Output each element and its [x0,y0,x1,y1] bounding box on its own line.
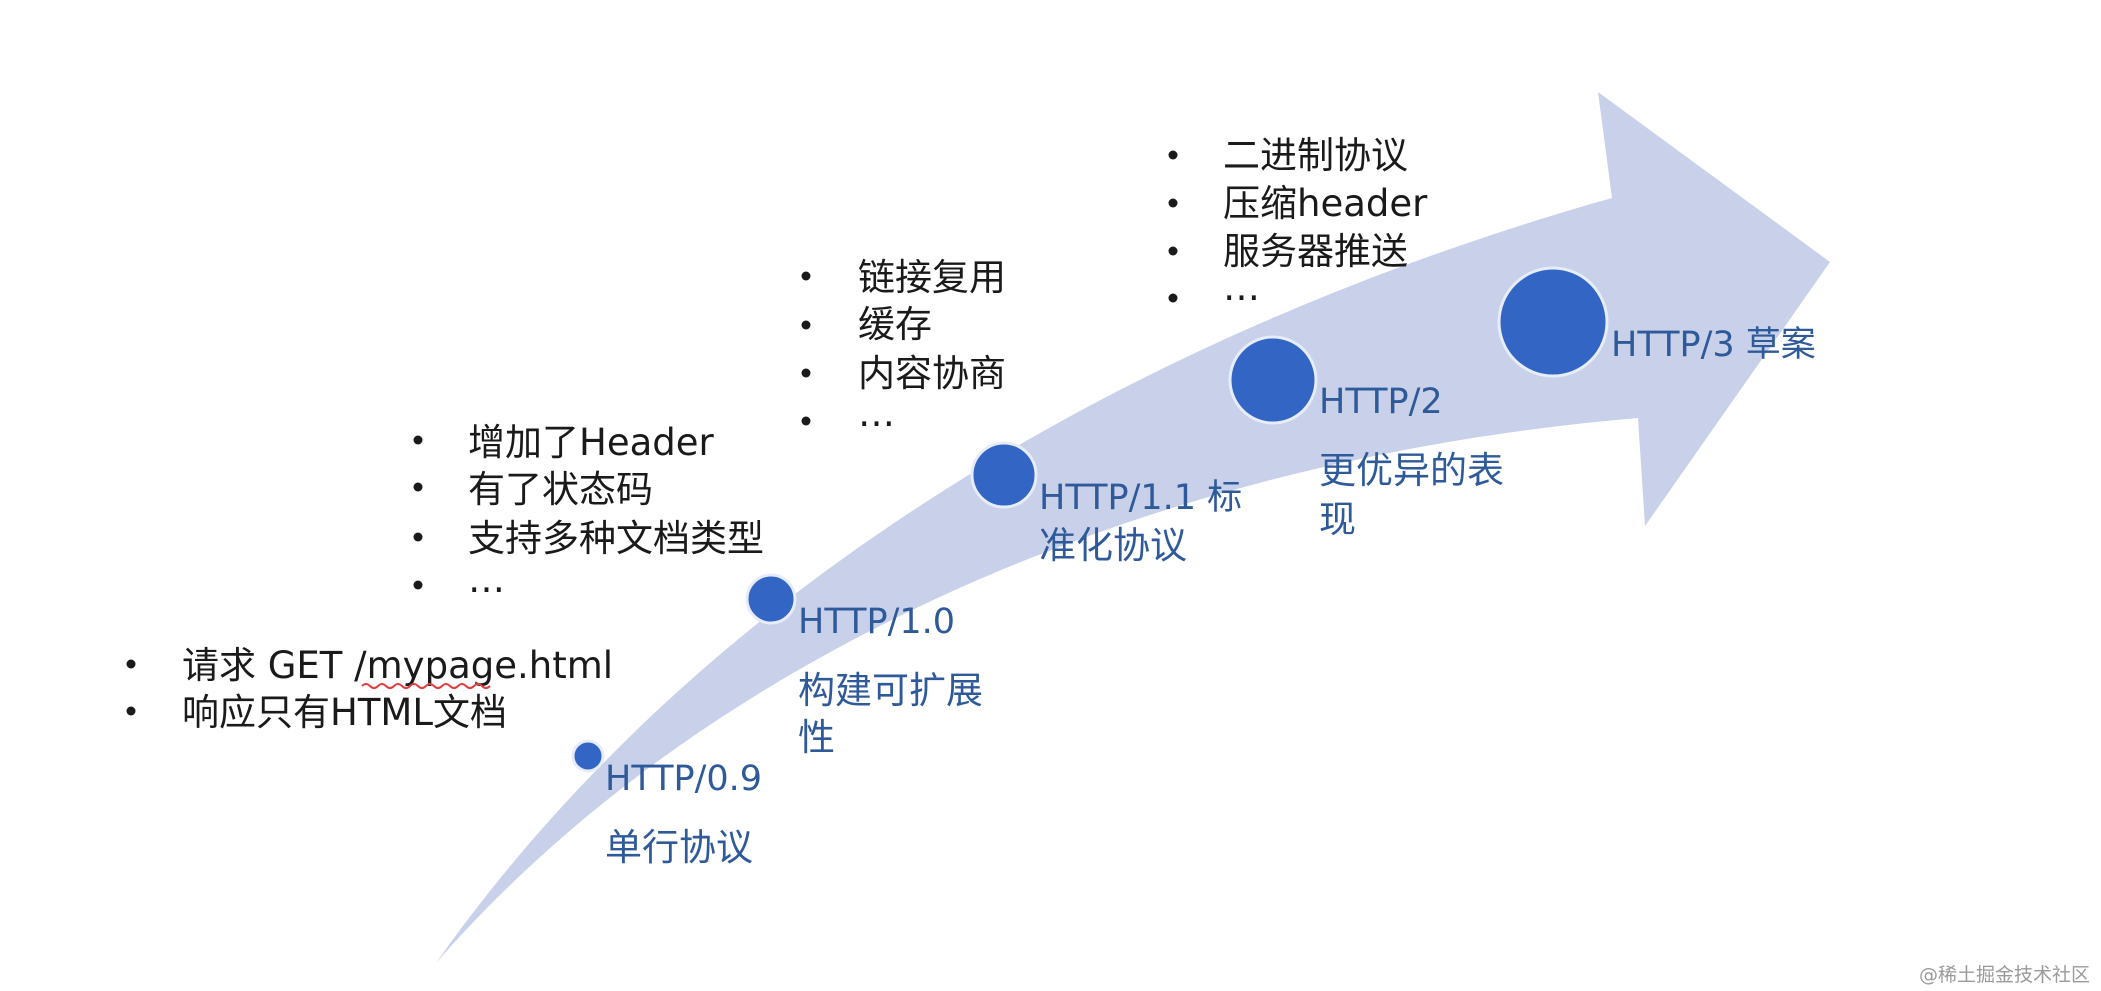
feature-item: 响应只有HTML文档 [182,691,507,734]
spellcheck-underline [361,683,491,689]
bullet-dot-icon [1168,293,1178,303]
milestone-description: 性 [798,716,835,759]
feature-item: 压缩header [1223,182,1428,225]
milestone-version: HTTP/3 草案 [1611,325,1816,365]
bullet-dot-icon [801,271,811,281]
milestone-dot-http09 [571,739,605,773]
feature-item: 链接复用 [858,256,1006,299]
milestone-description: 更优异的表 [1319,449,1504,492]
curved-arrow-icon [436,92,1830,963]
feature-list-http11: 链接复用 缓存 内容协商 … [801,256,1006,435]
milestone-http09: HTTP/0.9 单行协议 [605,759,762,869]
bullet-dot-icon [1168,198,1178,208]
bullet-dot-icon [126,659,136,669]
milestone-http2: HTTP/2 更优异的表 现 [1319,382,1504,541]
feature-item: … [858,392,895,435]
bullet-dot-icon [1168,246,1178,256]
milestone-dot-http10 [745,573,797,625]
feature-list-http10: 增加了Header 有了状态码 支持多种文档类型 … [413,421,764,601]
bullet-dot-icon [413,580,423,590]
milestone-version: HTTP/2 [1319,382,1443,422]
bullet-dot-icon [801,368,811,378]
feature-item: 请求 GET /mypage.html [182,644,613,687]
watermark: @稀土掘金技术社区 [1919,964,2090,986]
milestone-version: HTTP/1.1 标 [1039,478,1242,518]
milestone-version: HTTP/1.0 [798,602,955,642]
feature-item: 有了状态码 [468,468,653,511]
milestone-description: 构建可扩展 [798,669,983,712]
feature-item: 增加了Header [468,421,715,464]
milestone-version: HTTP/0.9 [605,759,762,799]
milestone-dot-http11 [970,441,1038,509]
bullet-dot-icon [1168,150,1178,160]
milestone-description: 准化协议 [1039,524,1187,567]
feature-item: 内容协商 [858,352,1006,395]
milestone-http10: HTTP/1.0 构建可扩展 性 [798,602,983,759]
feature-item: … [468,558,505,601]
milestone-dot-http3 [1497,266,1609,378]
feature-item: 二进制协议 [1223,134,1408,177]
feature-list-http2: 二进制协议 压缩header 服务器推送 … [1168,134,1428,309]
milestone-dot-http2 [1228,335,1318,425]
feature-list-http09: 请求 GET /mypage.html 响应只有HTML文档 [126,644,613,734]
bullet-dot-icon [801,416,811,426]
bullet-dot-icon [413,482,423,492]
milestone-description: 现 [1319,498,1356,541]
feature-item: 支持多种文档类型 [468,517,764,560]
milestone-http11: HTTP/1.1 标 准化协议 [1039,478,1242,567]
feature-item: 服务器推送 [1223,230,1408,273]
milestone-description: 单行协议 [605,826,753,869]
bullet-dot-icon [801,320,811,330]
feature-item: 缓存 [858,303,932,346]
bullet-dot-icon [413,532,423,542]
bullet-dot-icon [126,706,136,716]
bullet-dot-icon [413,435,423,445]
milestone-http3: HTTP/3 草案 [1611,325,1816,365]
feature-item: … [1223,266,1260,309]
